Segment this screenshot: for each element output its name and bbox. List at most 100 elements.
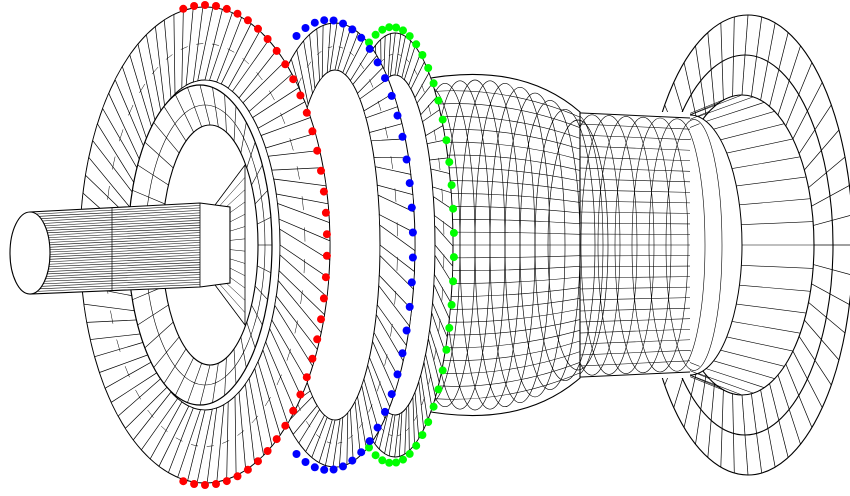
blade-chord: [441, 287, 444, 301]
blade-chord: [251, 415, 259, 424]
blade-chord: [227, 48, 235, 53]
disc-rim-rib: [732, 321, 801, 334]
blade-chord: [428, 104, 432, 115]
front-shaft-line: [29, 266, 201, 275]
stage-3-blade-tip-markers: [365, 23, 458, 467]
cone-line: [214, 164, 246, 206]
disc-rim-rib: [739, 284, 811, 292]
stage-1-blade-tip-marker: [179, 477, 188, 486]
stage-3-blade-tip-marker: [405, 32, 414, 41]
blade-chord: [196, 43, 204, 45]
stage-1-blade-tip-marker: [212, 480, 220, 488]
blade-chord: [394, 188, 397, 202]
stage-1-blade-tip-marker: [233, 472, 242, 481]
stage-3-blade-tip-marker: [392, 458, 401, 467]
blade: [305, 414, 328, 459]
blade: [418, 375, 429, 431]
stage-2-blade-tip-marker: [357, 33, 366, 42]
stage-1-blade-tip-marker: [254, 457, 262, 466]
stage-2-blade-tip-marker: [357, 448, 366, 457]
blade: [384, 414, 396, 457]
stage-3-blade-tip-marker: [429, 79, 438, 88]
stage-2-blade-tip-marker: [373, 58, 382, 67]
disc-rim-rib: [705, 102, 765, 122]
blade-chord: [337, 441, 343, 444]
blade-chord: [368, 404, 373, 413]
blade-chord: [384, 354, 388, 366]
disc-spoke: [808, 302, 846, 334]
blade-chord: [222, 440, 230, 444]
stage-2-blade-tip-marker: [310, 18, 319, 27]
blade-chord: [390, 323, 393, 337]
blade-chord: [300, 290, 303, 305]
shaft-axial-line: [559, 328, 691, 334]
blade-chord: [388, 54, 393, 56]
stage-2-blade-tip-marker: [393, 111, 402, 120]
rear-shaft-cylinder: [546, 111, 723, 379]
front-shaft-line: [29, 274, 201, 283]
disc-spoke: [798, 336, 832, 386]
stage-3-blade-tip-marker: [449, 228, 458, 237]
shaft-axial-line: [559, 255, 691, 257]
shaft-axial-line: [559, 222, 691, 225]
stage-3-blade-tip-marker: [434, 96, 443, 105]
stage-2-blade-tip-marker: [407, 278, 416, 287]
blade-chord: [116, 339, 121, 352]
stage-2-blade-tip-marker: [301, 24, 310, 32]
blade: [367, 356, 391, 420]
stage-3-blade-tip-marker: [418, 51, 427, 59]
blade-chord: [397, 54, 401, 56]
blade-chord: [124, 366, 130, 378]
blade: [204, 8, 233, 81]
blade-chord: [160, 425, 168, 432]
shaft-axial-line: [559, 178, 691, 183]
stage-3-blade-tip-marker: [438, 115, 447, 124]
blade-chord: [289, 138, 294, 151]
shaft-axial-line: [559, 233, 691, 235]
disc-rim-rib: [741, 221, 814, 225]
stage-1-blade-tip-marker: [263, 35, 272, 43]
stage-2-blade-tip-marker: [348, 25, 357, 34]
blade-chord: [107, 185, 110, 200]
stage-3-blade-tip-marker: [378, 25, 387, 34]
blade: [428, 329, 443, 383]
blade: [404, 403, 410, 455]
blade-chord: [359, 62, 365, 69]
blade-chord: [211, 43, 220, 46]
blade: [349, 46, 378, 85]
stage-2-blade-tip-marker: [365, 437, 374, 446]
stage-2-blade-tip-marker: [408, 253, 417, 262]
disc-spoke: [813, 264, 850, 275]
stage-1-blade-tip-marker: [281, 60, 290, 69]
shaft-axial-line: [559, 265, 691, 268]
blade-chord: [433, 348, 437, 360]
stage-2-blade-tip-marker: [387, 91, 396, 100]
blade: [316, 24, 324, 82]
shaft-axial-line: [559, 318, 691, 323]
blade-chord: [294, 320, 298, 334]
blade-chord: [296, 166, 300, 180]
disc-spoke: [720, 22, 724, 101]
blade-chord: [421, 397, 425, 406]
disc-spoke: [798, 104, 832, 154]
front-shaft-line: [29, 239, 201, 249]
blade: [346, 408, 354, 466]
stage-3-blade-tip-marker: [445, 323, 454, 332]
shaft-top-edge: [559, 111, 691, 119]
stage-1-blade-tip-marker: [201, 1, 209, 9]
blade-chord: [433, 129, 437, 141]
blade-chord: [358, 422, 364, 429]
front-shaft-line: [29, 249, 201, 259]
blade-chord: [276, 374, 282, 386]
front-shaft-line: [29, 257, 201, 266]
stage-1-blade-tip-marker: [319, 187, 328, 196]
blade: [216, 16, 252, 85]
disc-rim-rib: [736, 303, 807, 314]
disc-rim-rib: [689, 94, 743, 116]
blade-chord: [305, 421, 311, 428]
stage-2-blade-tip-marker: [292, 450, 301, 458]
disc-spoke: [777, 374, 801, 445]
blade: [318, 419, 336, 466]
blade-chord: [369, 79, 374, 88]
stage-1-blade-tip-marker: [308, 127, 317, 136]
